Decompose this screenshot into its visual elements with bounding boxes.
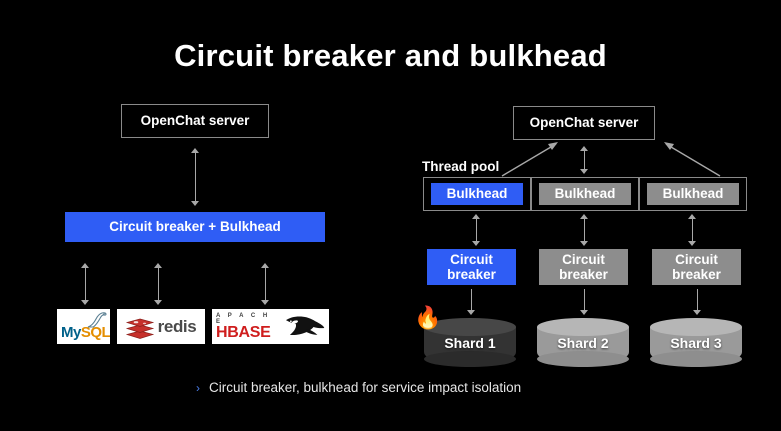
circuit-breaker-3-line2: breaker [672,267,721,282]
bulkhead-1-label: Bulkhead [446,186,508,202]
circuit-breaker-1: Circuit breaker [427,249,516,285]
circuit-breaker-1-line2: breaker [447,267,496,282]
breaker2-to-shard2-arrow [579,289,590,315]
server-to-bulkhead2-arrow [579,146,590,174]
bulkhead-3: Bulkhead [647,183,739,205]
bulkhead-2-label: Bulkhead [554,186,616,202]
shard-3-label: Shard 3 [670,334,722,351]
redis-stack-icon [125,318,154,339]
bulkhead-1: Bulkhead [431,183,523,205]
mysql-wordmark: MySQL [61,324,110,341]
shard-1-label: Shard 1 [444,334,496,351]
thread-pool-label: Thread pool [422,159,500,174]
redis-logo: redis [117,309,205,344]
hbase-apache-text: A P A C H E [216,312,271,325]
shard-1-cylinder: Shard 1 [424,318,516,367]
circuit-breaker-2-line2: breaker [559,267,608,282]
shard-2-cylinder: Shard 2 [537,318,629,367]
left-arrow-server-to-middle [190,148,201,206]
caption: › Circuit breaker, bulkhead for service … [196,379,521,397]
hbase-logo: A P A C H E HBASE [212,309,329,344]
left-openchat-server-label: OpenChat server [140,113,250,129]
circuit-breaker-3-line1: Circuit [675,251,718,267]
mysql-logo: MySQL [57,309,110,344]
server-to-bulkhead1-arrow [500,140,560,178]
bulkhead-3-label: Bulkhead [662,186,724,202]
page-title: Circuit breaker and bulkhead [174,38,607,73]
left-arrow-to-mysql [80,263,91,305]
breaker3-to-shard3-arrow [692,289,703,315]
chevron-right-icon: › [196,381,200,395]
left-arrow-to-hbase [260,263,271,305]
caption-text: Circuit breaker, bulkhead for service im… [209,380,522,395]
circuit-breaker-3: Circuit breaker [652,249,741,285]
bulkhead-2: Bulkhead [539,183,631,205]
left-openchat-server-box: OpenChat server [121,104,269,138]
fire-icon: 🔥 [414,305,442,330]
shard-2-label: Shard 2 [557,334,609,351]
bulkhead2-to-breaker2-arrow [579,214,590,246]
bulkhead1-to-breaker1-arrow [471,214,482,246]
circuit-breaker-2-line1: Circuit [562,251,605,267]
bulkhead3-to-breaker3-arrow [687,214,698,246]
redis-wordmark: redis [157,316,197,336]
left-circuit-breaker-bulkhead-bar: Circuit breaker + Bulkhead [65,212,325,242]
shard-3-cylinder: Shard 3 [650,318,742,367]
server-to-bulkhead3-arrow [658,140,722,178]
hbase-wordmark: HBASE [216,323,271,341]
right-openchat-server-label: OpenChat server [529,115,639,131]
left-arrow-to-redis [153,263,164,305]
breaker1-to-shard1-arrow [466,289,477,315]
circuit-breaker-1-line1: Circuit [450,251,493,267]
right-openchat-server-box: OpenChat server [513,106,655,140]
circuit-breaker-2: Circuit breaker [539,249,628,285]
mysql-dolphin-icon [87,312,107,328]
hbase-orca-icon [285,315,325,335]
left-circuit-breaker-bulkhead-label: Circuit breaker + Bulkhead [109,219,281,235]
